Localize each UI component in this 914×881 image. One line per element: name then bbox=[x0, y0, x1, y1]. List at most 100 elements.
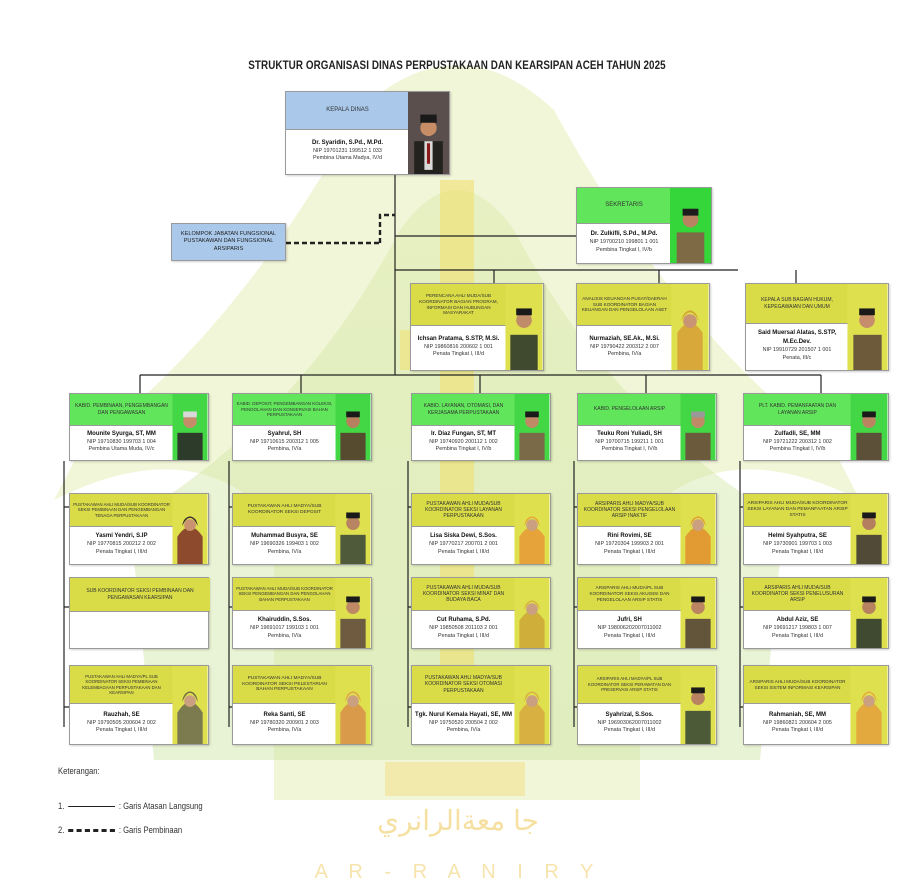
section-c4-r2-rank: Penata Tingkat I, III/d bbox=[604, 632, 655, 639]
division-deposit-name: Syahrul, SH bbox=[267, 430, 302, 437]
section-c4-r1-rank: Penata Tingkat I, III/d bbox=[604, 548, 655, 555]
watermark-latin-text: A R - R A N I R Y bbox=[315, 861, 602, 881]
section-c1-r3-box: PUSTAKAWAN AHLI MADYA/PL SUB KOORDINATOR… bbox=[69, 665, 209, 745]
section-c4-r1-name: Rini Rovimi, SE bbox=[607, 533, 652, 540]
division-layanan-nip: NIP 19740920 200112 1 002 bbox=[429, 438, 498, 445]
legend-item-direct-label: : Garis Atasan Langsung bbox=[118, 801, 203, 811]
section-c4-r2-box: ARSIPARIS AHLI MUDA/PL SUB KOORDINATOR S… bbox=[577, 577, 717, 649]
section-c5-r1-name: Helmi Syahputra, SE bbox=[768, 533, 827, 540]
division-deposit-box: KABID. DEPOSIT, PENGEMBANGAN KOLEKSI, PE… bbox=[232, 393, 372, 461]
section-c3-r3-rank: Pembina, IV/a bbox=[446, 727, 481, 734]
chart-title: STRUKTUR ORGANISASI DINAS PERPUSTAKAAN D… bbox=[248, 58, 666, 72]
section-c5-r2-name: Abdul Aziz, SE bbox=[776, 617, 819, 624]
secretary-photo bbox=[670, 188, 711, 263]
sub-unit-program-name: Ichsan Pratama, S.STP, M.Si. bbox=[417, 335, 500, 342]
section-c3-r2-box: PUSTAKAWAN AHLI MUDA/SUB KOORDINATOR SEK… bbox=[411, 577, 551, 649]
sub-unit-legal-title: KEPALA SUB BAGIAN HUKUM, KEPEGAWAIAN DAN… bbox=[746, 284, 849, 324]
section-c3-r1-rank: Penata Tingkat I, III/d bbox=[438, 548, 489, 555]
section-c1-r3-rank: Penata Tingkat I, III/d bbox=[96, 727, 147, 734]
sub-unit-legal-box: KEPALA SUB BAGIAN HUKUM, KEPEGAWAIAN DAN… bbox=[745, 283, 889, 371]
section-c4-r1-box: ARSIPARIS AHLI MADYA/SUB KOORDINATOR SEK… bbox=[577, 493, 717, 565]
section-c3-r2-rank: Penata Tingkat I, III/d bbox=[438, 632, 489, 639]
legend-solid-line-icon bbox=[68, 806, 115, 808]
section-c3-r1-photo bbox=[514, 494, 550, 564]
section-c1-r1-box: PUSTAKAWAN AHLI MUDA/SUB KOORDINATOR SEK… bbox=[69, 493, 209, 565]
secretary-rank: Pembina Tingkat I, IV/b bbox=[596, 246, 652, 253]
sub-unit-legal-nip: NIP 19910729 201507 1 001 bbox=[762, 346, 832, 353]
sub-unit-program-rank: Penata Tingkat I, III/d bbox=[433, 351, 484, 358]
section-c3-r3-box: PUSTAKAWAN AHLI MADYA/SUB KOORDINATOR SE… bbox=[411, 665, 551, 745]
division-pemanfaatan-rank: Pembina Tingkat I, IV/b bbox=[769, 446, 826, 453]
legend-item-guidance-label: : Garis Pembinaan bbox=[118, 825, 183, 835]
section-c4-r3-rank: Penata Tingkat I, III/d bbox=[604, 727, 655, 734]
section-c1-r1-photo bbox=[172, 494, 208, 564]
section-c3-r2-photo bbox=[514, 578, 550, 648]
functional-group-label: KELOMPOK JABATAN FUNGSIONAL PUSTAKAWAN D… bbox=[180, 231, 277, 252]
head-name: Dr. Syaridin, S.Pd., M.Pd. bbox=[311, 139, 383, 146]
head-nip: NIP 19701231 199512 1 033 bbox=[313, 147, 382, 154]
section-c1-r3-nip: NIP 19790505 200604 2 002 bbox=[87, 719, 156, 726]
section-c2-r3-box: PUSTAKAWAN AHLI MADYA/SUB KOORDINATOR SE… bbox=[232, 665, 372, 745]
division-layanan-rank: Pembina Tingkat I, IV/b bbox=[435, 446, 492, 453]
section-c2-r3-title: PUSTAKAWAN AHLI MADYA/SUB KOORDINATOR SE… bbox=[233, 666, 337, 704]
secretary-box: SEKRETARIS Dr. Zulkifli, S.Pd., M.Pd. NI… bbox=[576, 187, 712, 264]
section-c1-r3-photo bbox=[172, 666, 208, 744]
section-c4-r3-photo bbox=[680, 666, 716, 744]
section-c3-r3-name: Tgk. Nurul Kemala Hayati, SE, MM bbox=[414, 711, 513, 718]
section-c5-r3-name: Rahmaniah, SE, MM bbox=[768, 711, 826, 718]
division-pembinaan-rank: Pembina Utama Muda, IV/c bbox=[88, 446, 155, 453]
section-c2-r1-box: PUSTAKAWAN AHLI MADYA/SUB KOORDINATOR SE… bbox=[232, 493, 372, 565]
sub-unit-finance-nip: NIP 19790422 200312 2 007 bbox=[590, 343, 659, 350]
legend-dashed-line-icon bbox=[68, 829, 115, 833]
sub-unit-program-box: PERENCANA AHLI MUDA/SUB KOORDINATOR BAGI… bbox=[410, 283, 544, 371]
division-deposit-nip: NIP 19710615 200312 1 005 bbox=[250, 438, 319, 445]
section-c5-r1-rank: Penata Tingkat I, III/d bbox=[772, 548, 823, 555]
division-pemanfaatan-nip: NIP 19721222 200312 1 002 bbox=[763, 438, 832, 445]
section-c5-r3-photo bbox=[850, 666, 888, 744]
sub-unit-legal-rank: Penata, III/c bbox=[782, 354, 812, 361]
division-deposit-photo bbox=[335, 394, 371, 460]
sub-unit-finance-box: ANALISIS KEUANGAN PUSAT/DAERAH SUB KOORD… bbox=[576, 283, 710, 371]
section-c2-r3-rank: Pembina, IV/a bbox=[267, 727, 302, 734]
division-pemanfaatan-photo bbox=[850, 394, 888, 460]
division-pembinaan-photo bbox=[172, 394, 208, 460]
section-c4-r2-name: Jufri, SH bbox=[617, 617, 642, 624]
section-c5-r2-title: ARSIPARIS AHLI MUDA/SUB KOORDINATOR SEKS… bbox=[744, 578, 852, 611]
division-layanan-photo bbox=[514, 394, 550, 460]
section-c1-r1-title: PUSTAKAWAN AHLI MUDA/SUB KOORDINATOR SEK… bbox=[70, 494, 174, 527]
legend-item-guidance-number: 2. bbox=[58, 825, 65, 835]
section-c1-r1-nip: NIP 19770815 200212 2 002 bbox=[87, 541, 156, 548]
legend-title: Keterangan: bbox=[58, 766, 100, 776]
head-title: KEPALA DINAS bbox=[286, 92, 410, 130]
division-layanan-title: KABID. LAYANAN, OTOMASI, DAN KERJASAMA P… bbox=[412, 394, 516, 426]
sub-unit-finance-title: ANALISIS KEUANGAN PUSAT/DAERAH SUB KOORD… bbox=[577, 284, 673, 326]
section-c2-r1-rank: Pembina, IV/a bbox=[267, 548, 302, 555]
section-c2-r2-title: PUSTAKAWAN AHLI MUDA/SUB KOORDINATOR SEK… bbox=[233, 578, 337, 611]
section-c3-r3-title: PUSTAKAWAN AHLI MADYA/SUB KOORDINATOR SE… bbox=[412, 666, 516, 704]
sub-unit-program-photo bbox=[505, 284, 543, 370]
section-c5-r1-box: ARSIPARIS AHLI MUDA/SUB KOORDINATOR SEKS… bbox=[743, 493, 889, 565]
section-c3-r3-nip: NIP 19750520 200504 2 002 bbox=[429, 719, 498, 726]
section-c2-r1-nip: NIP 19690326 199403 1 002 bbox=[250, 541, 319, 548]
section-c2-r1-name: Muhammad Busyra, SE bbox=[251, 533, 318, 540]
sub-unit-finance-name: Nurmaziah, SE.Ak., M.Si. bbox=[589, 335, 660, 342]
functional-group-box: KELOMPOK JABATAN FUNGSIONAL PUSTAKAWAN D… bbox=[171, 223, 286, 261]
section-c3-r2-name: Cut Ruhama, S.Pd. bbox=[436, 617, 491, 624]
section-c3-r2-title: PUSTAKAWAN AHLI MUDA/SUB KOORDINATOR SEK… bbox=[412, 578, 516, 611]
section-c1-r2-title: SUB KOORDINATOR SEKSI PEMBINAAN DAN PENG… bbox=[70, 578, 210, 612]
sub-unit-finance-rank: Pembina, IV/a bbox=[607, 351, 642, 358]
division-deposit-rank: Pembina, IV/a bbox=[267, 446, 302, 453]
section-c3-r3-photo bbox=[514, 666, 550, 744]
section-c4-r3-box: ARSIPARIS AHLI MADYA/PL SUB KOORDINATOR … bbox=[577, 665, 717, 745]
division-arsip-name: Teuku Roni Yuliadi, SH bbox=[597, 430, 662, 437]
section-c5-r2-photo bbox=[850, 578, 888, 648]
section-c5-r1-title: ARSIPARIS AHLI MUDA/SUB KOORDINATOR SEKS… bbox=[744, 494, 852, 527]
section-c2-r1-title: PUSTAKAWAN AHLI MADYA/SUB KOORDINATOR SE… bbox=[233, 494, 337, 527]
section-c5-r2-box: ARSIPARIS AHLI MUDA/SUB KOORDINATOR SEKS… bbox=[743, 577, 889, 649]
section-c5-r3-title: ARSIPARIS AHLI MUDA/SUB KOORDINATOR SEKS… bbox=[744, 666, 852, 704]
division-pembinaan-box: KABID. PEMBINAAN, PENGEMBANGAN DAN PENGA… bbox=[69, 393, 209, 461]
sub-unit-finance-photo bbox=[671, 284, 709, 370]
secretary-title: SEKRETARIS bbox=[577, 188, 672, 224]
legend-item-direct: 1. : Garis Atasan Langsung bbox=[58, 801, 203, 811]
section-c3-r1-box: PUSTAKAWAN AHLI MUDA/SUB KOORDINATOR SEK… bbox=[411, 493, 551, 565]
